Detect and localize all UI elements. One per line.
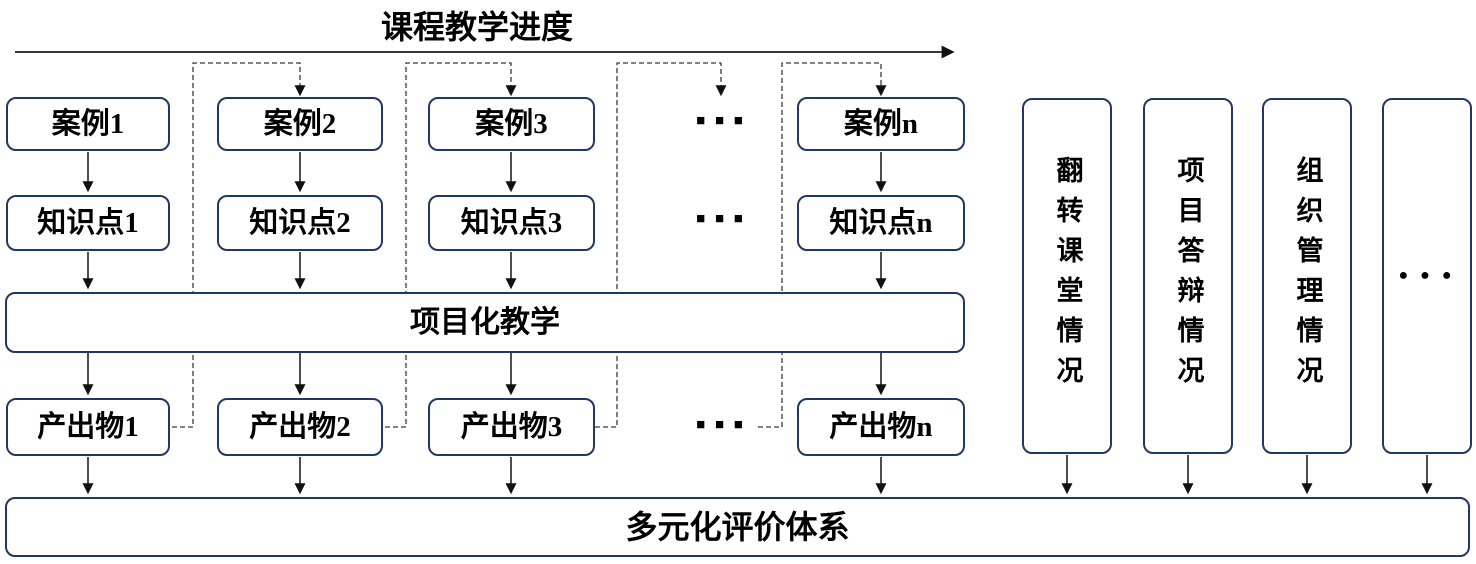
node-case-1: 案例1 bbox=[6, 97, 170, 151]
panel-project-defense-label: 项目答辩情况 bbox=[1173, 156, 1204, 396]
node-case-n: 案例n bbox=[797, 97, 965, 151]
node-knowledge-3: 知识点3 bbox=[428, 195, 595, 251]
node-output-n: 产出物n bbox=[797, 398, 965, 456]
ellipsis-case-row: ■ ■ ■ bbox=[696, 113, 746, 129]
feedback-loop-lines bbox=[172, 62, 887, 428]
panel-flipped-classroom-label: 翻转课堂情况 bbox=[1052, 156, 1083, 396]
panel-project-defense: 项目答辩情况 bbox=[1143, 98, 1233, 454]
node-output-2: 产出物2 bbox=[217, 398, 383, 456]
node-knowledge-n: 知识点n bbox=[797, 195, 965, 251]
panel-flipped-classroom: 翻转课堂情况 bbox=[1022, 98, 1112, 454]
panel-ellipsis: ● ● ● bbox=[1382, 98, 1472, 454]
panel-org-management-label: 组织管理情况 bbox=[1292, 156, 1323, 396]
flow-arrows bbox=[82, 152, 1433, 495]
ellipsis-side: ● ● ● bbox=[1398, 267, 1456, 284]
node-output-1: 产出物1 bbox=[6, 398, 170, 456]
timeline-title: 课程教学进度 bbox=[380, 9, 573, 45]
ellipsis-output-row: ■ ■ ■ bbox=[696, 417, 746, 433]
node-case-2: 案例2 bbox=[217, 97, 383, 151]
node-knowledge-1: 知识点1 bbox=[6, 195, 170, 251]
node-case-3: 案例3 bbox=[428, 97, 595, 151]
node-evaluation-system: 多元化评价体系 bbox=[5, 497, 1470, 557]
node-knowledge-2: 知识点2 bbox=[217, 195, 383, 251]
panel-org-management: 组织管理情况 bbox=[1262, 98, 1352, 454]
node-project-teaching: 项目化教学 bbox=[5, 292, 965, 353]
node-output-3: 产出物3 bbox=[428, 398, 595, 456]
ellipsis-knowledge-row: ■ ■ ■ bbox=[696, 211, 746, 227]
